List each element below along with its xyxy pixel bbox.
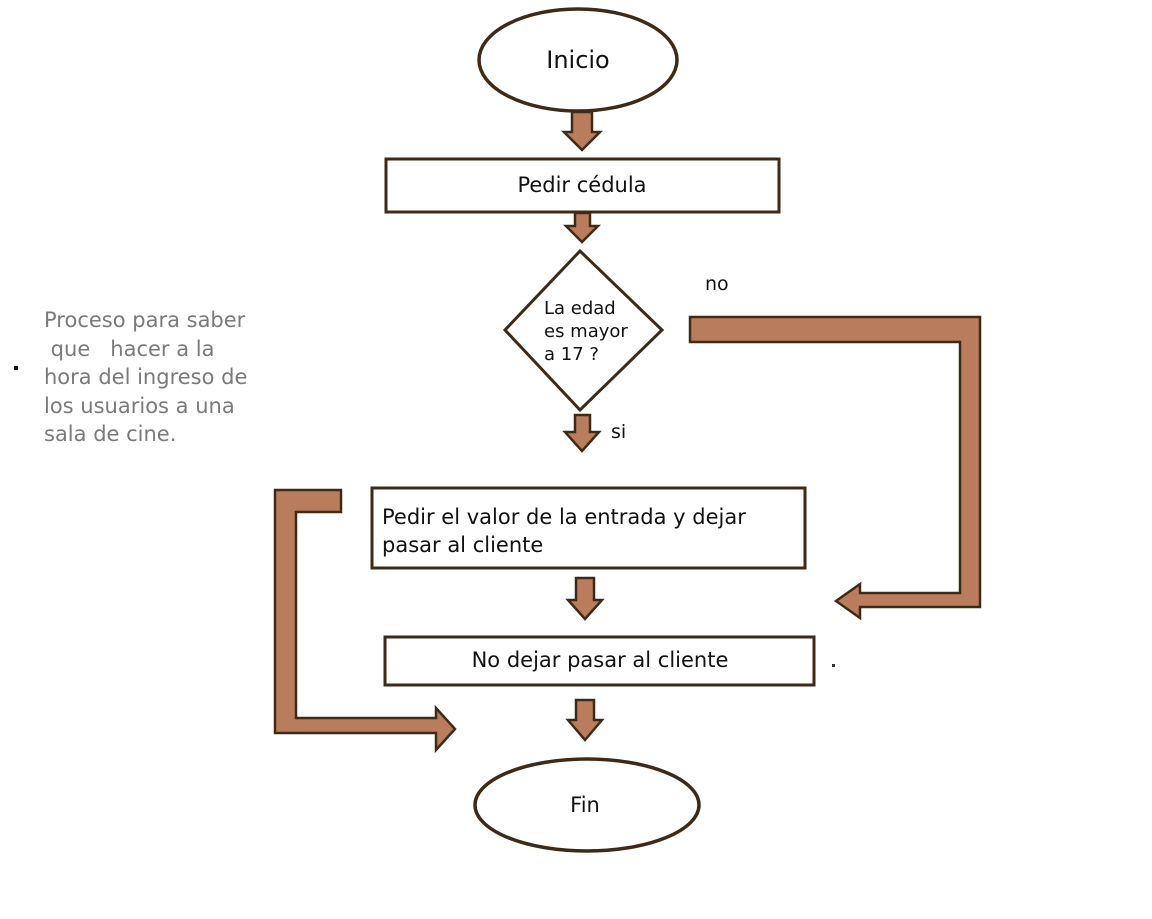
end-node (473, 757, 701, 853)
arrow-ask-id-to-decision (562, 211, 602, 244)
arrow-start-to-ask-id (560, 110, 604, 152)
side-note-line-4: los usuarios a una (44, 393, 235, 418)
side-note-line-5: sala de cine. (44, 422, 177, 446)
start-label: Inicio (546, 46, 610, 74)
arrow-left-loop (273, 488, 457, 754)
side-note-line-3: hora del ingreso de (44, 365, 248, 389)
ask-id-box (384, 157, 781, 214)
side-note-line-2: que hacer a la (44, 336, 215, 361)
deny-box (383, 635, 816, 687)
stray-dot (832, 664, 835, 667)
arrow-decision-to-charge (562, 413, 602, 453)
decision-line-1: La edad (544, 298, 616, 319)
decision-line-3: a 17 ? (544, 344, 599, 365)
decision-node (502, 248, 665, 413)
side-note-line-1: Proceso para saber (44, 308, 246, 332)
arrow-no-branch (688, 315, 982, 621)
decision-line-2: es mayor (544, 321, 628, 342)
deny-label: No dejar pasar al cliente (472, 648, 729, 672)
branch-si-label: si (611, 421, 626, 443)
bullet-dot (14, 366, 18, 370)
end-label: Fin (570, 793, 600, 817)
charge-line-1: Pedir el valor de la entrada y dejar (382, 505, 746, 529)
arrow-charge-to-deny (565, 576, 605, 621)
ask-id-label: Pedir cédula (517, 173, 646, 197)
side-note: Proceso para saber que hacer a la hora d… (44, 306, 284, 449)
branch-no-label: no (705, 273, 729, 295)
charge-line-2: pasar al cliente (382, 533, 543, 557)
charge-box (370, 486, 807, 570)
start-node (477, 7, 679, 113)
arrow-deny-to-end (565, 698, 605, 742)
